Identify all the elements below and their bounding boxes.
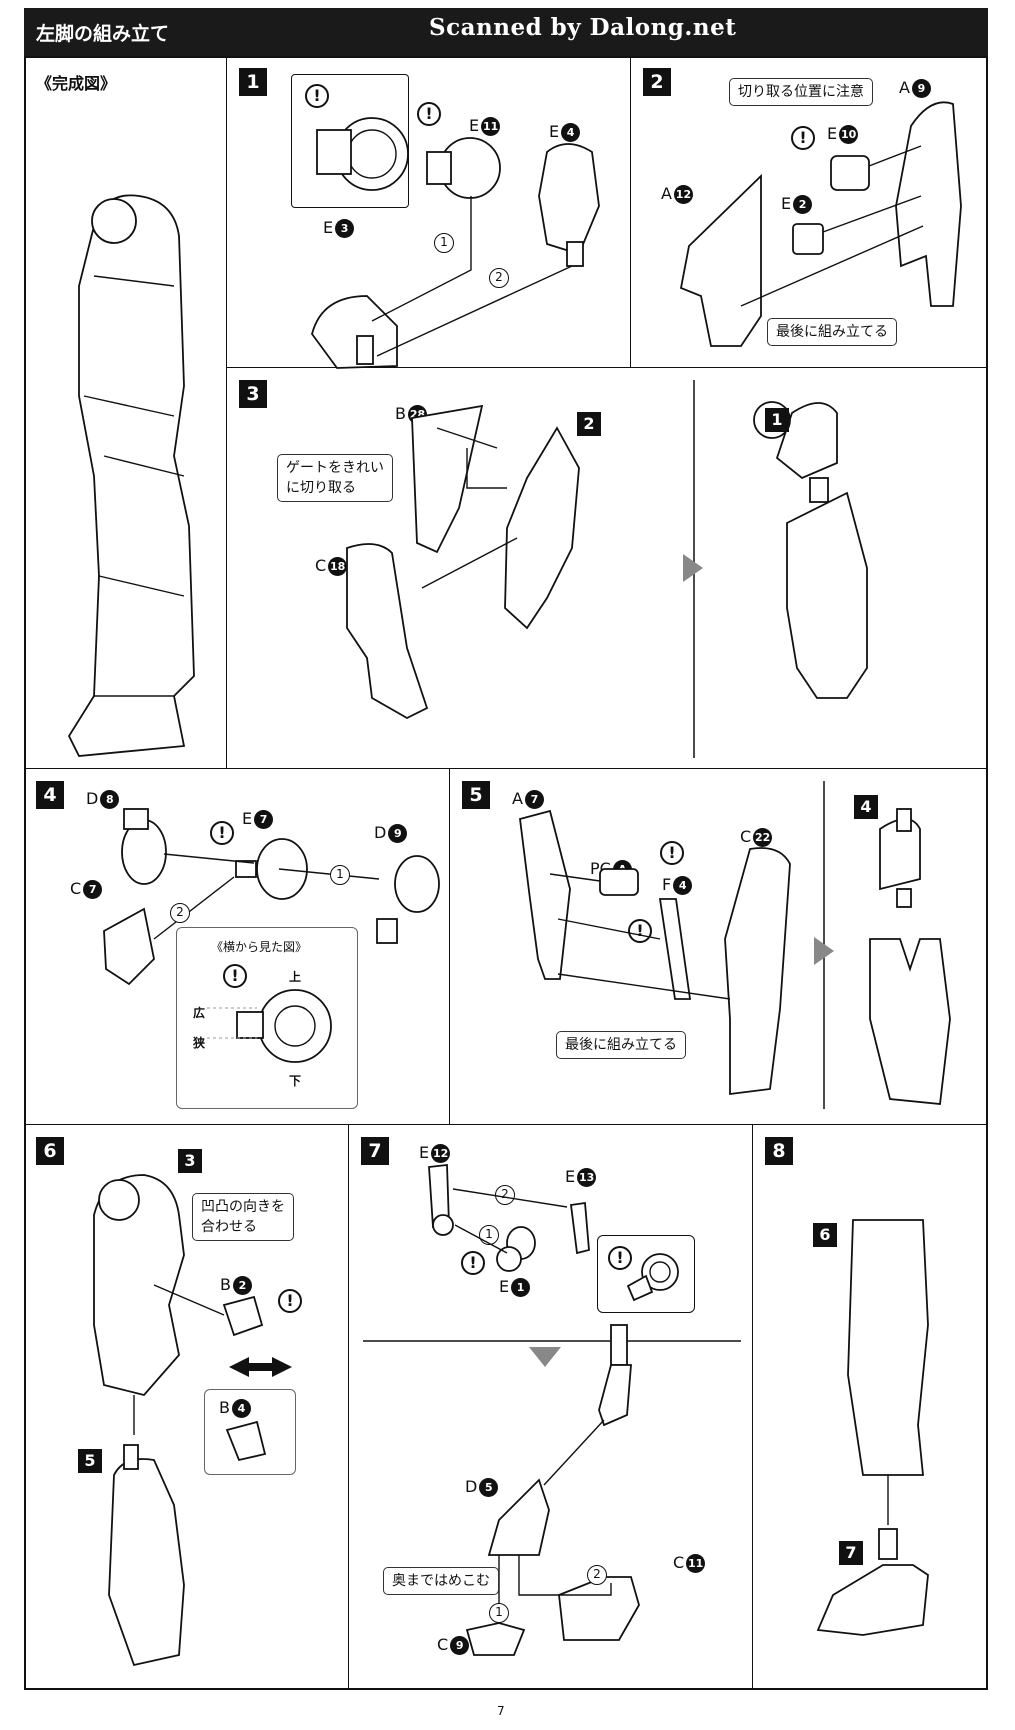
step-number: 2 [643,68,671,96]
side-view-narrow: 狭 [193,1036,206,1050]
page-number: 7 [497,1704,505,1718]
step-number: 4 [36,781,64,809]
assembly-order-1: 1 [330,865,350,885]
step-number: 1 [239,68,267,96]
step-number: 7 [361,1137,389,1165]
step-number: 8 [765,1137,793,1165]
completed-leg-illustration [67,194,195,757]
side-view-down: 下 [289,1074,302,1088]
step-number: 6 [36,1137,64,1165]
side-view-inset: 《横から見た図》 ! 上 広 狭 下 [176,927,358,1109]
step-1-diagram [311,117,600,369]
note-push-fully: 奥まではめこむ [383,1567,499,1595]
complete-label: 《完成図》 [36,74,117,93]
panel-complete: 《完成図》 [24,56,227,769]
page-header: 左脚の組み立て Scanned by Dalong.net [24,8,988,56]
note-trim-gate: ゲートをきれいに切り取る [277,454,393,502]
caution-icon: ! [608,1246,632,1270]
detail-inset: ! [597,1235,695,1313]
step-3-diagram [346,380,868,758]
ref-subassembly-3: 3 [178,1149,202,1173]
step-number: 3 [239,380,267,408]
side-view-wide: 広 [193,1006,206,1020]
note-align-notch: 凹凸の向きを合わせる [192,1193,294,1241]
step-5-diagram [519,781,951,1109]
note-assemble-last: 最後に組み立てる [556,1031,686,1059]
caution-icon: ! [628,919,652,943]
step-8-diagram [816,1219,929,1636]
side-view-title: 《横から見た図》 [211,940,308,954]
assembly-order-1: 1 [489,1603,509,1623]
panel-step-5: 5 A7 C22 PCA ! F4 ! 最後に組み立てる 4 [450,769,988,1125]
ref-subassembly-5: 5 [78,1449,102,1473]
caution-icon: ! [417,102,441,126]
next-step-arrow [814,937,834,965]
ref-subassembly-4: 4 [854,795,878,819]
ref-subassembly-7: 7 [839,1541,863,1565]
panel-step-8: 8 6 7 [753,1125,988,1690]
part-b4-drawing [225,1420,267,1462]
step-2-diagram [679,101,962,347]
caution-icon: ! [278,1289,302,1313]
step-7-diagram [363,1163,741,1656]
page-title: 左脚の組み立て [36,23,170,45]
step-4-diagram [103,808,440,986]
step-number: 5 [462,781,490,809]
caution-icon: ! [305,84,329,108]
note-assemble-last: 最後に組み立てる [767,318,897,346]
side-view-up: 上 [289,970,302,984]
side-view-diagram [207,989,332,1063]
ref-subassembly-2: 2 [577,412,601,436]
next-step-arrow [529,1347,561,1367]
caution-icon: ! [791,126,815,150]
caution-icon: ! [223,964,247,988]
assembly-order-2: 2 [489,268,509,288]
assembly-order-2: 2 [495,1185,515,1205]
note-cut-position: 切り取る位置に注意 [729,78,873,106]
assembly-order-2: 2 [170,903,190,923]
caution-icon: ! [210,821,234,845]
ref-subassembly-6: 6 [813,1223,837,1247]
caution-icon: ! [660,841,684,865]
assembly-order-1: 1 [434,233,454,253]
next-step-arrow [683,554,703,582]
assembly-order-2: 2 [587,1565,607,1585]
step-6-diagram [93,1174,292,1667]
ref-subassembly-1: 1 [765,408,789,432]
part-e1-detail [626,1253,679,1302]
scan-credit: Scanned by Dalong.net [429,14,737,41]
caution-icon: ! [461,1251,485,1275]
